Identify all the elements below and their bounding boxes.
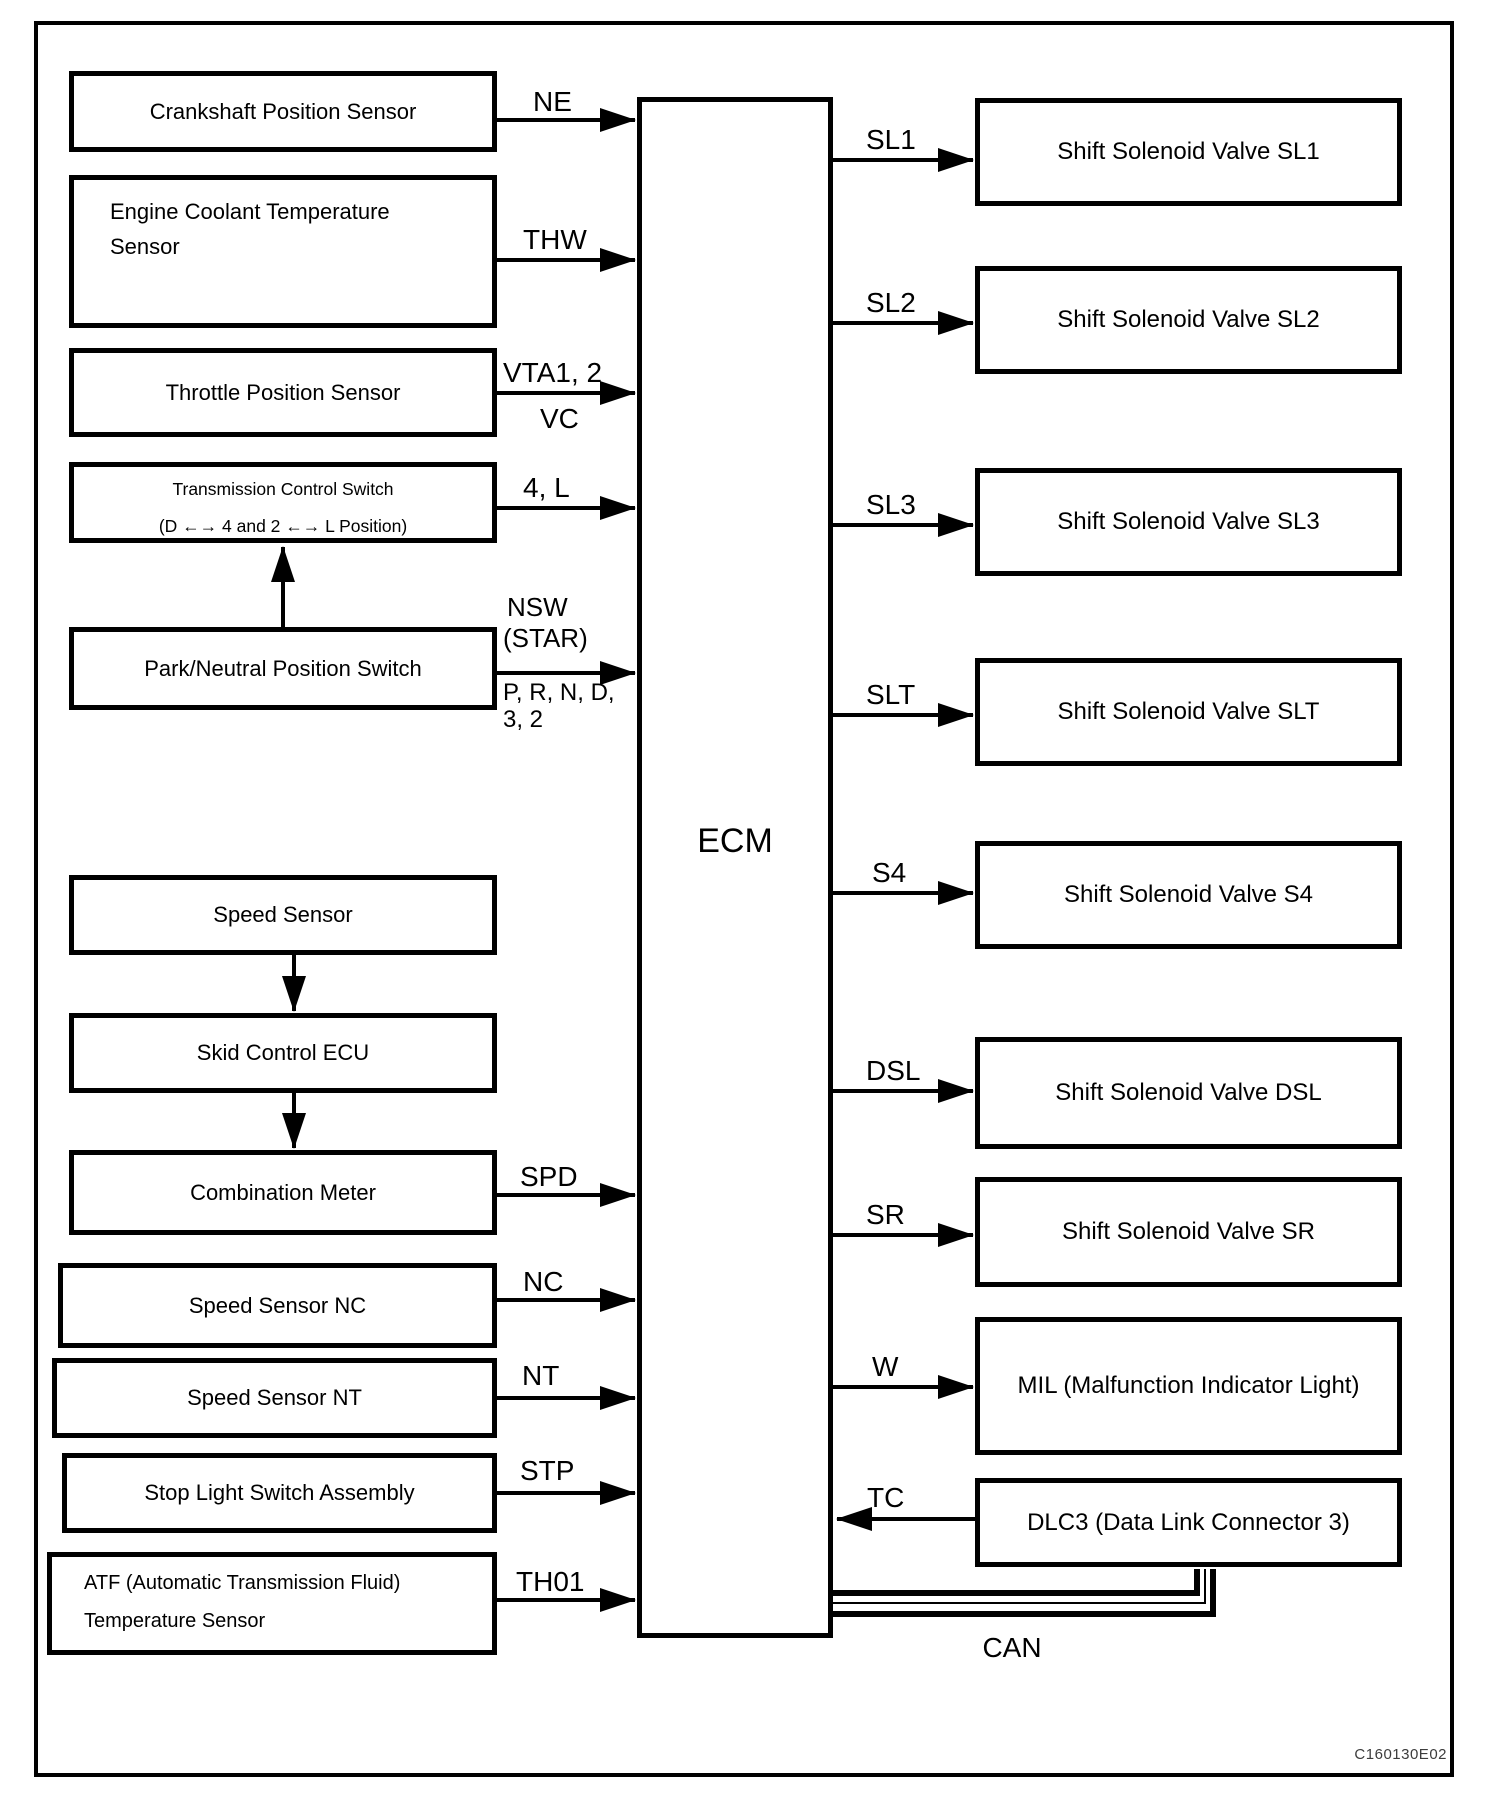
box-label: Speed Sensor NC [188,1292,367,1318]
box-shift-solenoid-valve-sr: Shift Solenoid Valve SR [975,1177,1402,1287]
signal-4l: 4, L [523,472,570,503]
box-label: Shift Solenoid Valve SLT [1057,698,1320,725]
signal-dsl: DSL [866,1055,921,1086]
box-speed-sensor-nc: Speed Sensor NC [58,1263,497,1348]
box-throttle-position-sensor: Throttle Position Sensor [69,348,497,437]
diagram-border [34,21,1454,1777]
box-skid-control-ecu: Skid Control ECU [69,1013,497,1093]
signal-32: 3, 2 [503,706,544,733]
signal-w: W [872,1351,899,1382]
signal-sl3: SL3 [866,489,916,520]
box-label: DLC3 (Data Link Connector 3) [1027,1508,1350,1536]
signal-nc: NC [523,1266,564,1297]
can-bus-label: CAN [982,1632,1042,1663]
signal-spd: SPD [520,1161,578,1192]
signal-sl1: SL1 [866,124,916,155]
box-label: Skid Control ECU [196,1040,370,1066]
box-park-neutral-position-switch: Park/Neutral Position Switch [69,627,497,710]
box-atf-temperature-sensor: ATF (Automatic Transmission Fluid) Tempe… [47,1552,497,1655]
box-label: Shift Solenoid Valve SL1 [1057,138,1320,165]
box-label-line2: (D ←→ 4 and 2 ←→ L Position) [158,515,408,536]
signal-nsw: NSW [507,592,568,622]
box-label: Shift Solenoid Valve SR [1061,1218,1316,1245]
signal-prnd: P, R, N, D, [503,679,615,706]
signal-th01: TH01 [516,1566,585,1597]
can-bus-line-outer-bottom [833,1569,1216,1617]
ecm-label: ECM [697,822,773,860]
box-shift-solenoid-valve-sl1: Shift Solenoid Valve SL1 [975,98,1402,206]
box-label: Shift Solenoid Valve SL2 [1057,306,1320,333]
can-bus-line-outer-top [833,1569,1200,1596]
box-transmission-control-switch: Transmission Control Switch (D ←→ 4 and … [69,462,497,543]
signal-vta: VTA1, 2 [503,357,603,388]
box-label: Speed Sensor NT [187,1385,362,1411]
box-combination-meter: Combination Meter [69,1150,497,1235]
box-shift-solenoid-valve-slt: Shift Solenoid Valve SLT [975,658,1402,766]
box-shift-solenoid-valve-sl2: Shift Solenoid Valve SL2 [975,266,1402,374]
box-label-line1: ATF (Automatic Transmission Fluid) [84,1572,401,1594]
box-label: Stop Light Switch Assembly [144,1480,415,1506]
signal-slt: SLT [866,679,916,710]
box-speed-sensor-nt: Speed Sensor NT [52,1358,497,1438]
box-label-line2: Sensor [110,234,180,260]
box-shift-solenoid-valve-dsl: Shift Solenoid Valve DSL [975,1037,1402,1149]
figure-code: C160130E02 [1354,1746,1447,1763]
signal-thw: THW [523,224,587,255]
box-speed-sensor: Speed Sensor [69,875,497,955]
box-label: Combination Meter [190,1179,376,1205]
signal-sr: SR [866,1199,905,1230]
box-dlc3-data-link-connector: DLC3 (Data Link Connector 3) [975,1478,1402,1567]
box-label: Shift Solenoid Valve DSL [1055,1079,1322,1106]
box-shift-solenoid-valve-sl3: Shift Solenoid Valve SL3 [975,468,1402,576]
signal-stp: STP [520,1455,575,1486]
signal-ne: NE [533,86,572,117]
box-crankshaft-position-sensor: Crankshaft Position Sensor [69,71,497,152]
signal-star: (STAR) [503,623,588,653]
box-label: Crankshaft Position Sensor [149,98,417,124]
box-label-line1: Transmission Control Switch [172,479,394,499]
signal-nt: NT [522,1360,560,1391]
box-label-line2: Temperature Sensor [84,1610,266,1632]
box-label-line1: Engine Coolant Temperature [110,199,390,224]
box-label: Speed Sensor [213,902,353,928]
signal-vc: VC [540,403,579,434]
signal-tc: TC [867,1482,905,1513]
box-engine-coolant-temperature-sensor: Engine Coolant Temperature Sensor [69,175,497,328]
box-shift-solenoid-valve-s4: Shift Solenoid Valve S4 [975,841,1402,949]
box-label: Shift Solenoid Valve SL3 [1057,508,1320,535]
can-bus-line-middle [833,1569,1206,1604]
signal-sl2: SL2 [866,287,916,318]
box-mil-malfunction-indicator-light: MIL (Malfunction Indicator Light) [975,1317,1402,1455]
box-label: MIL (Malfunction Indicator Light) [1017,1372,1360,1399]
box-label: Park/Neutral Position Switch [144,655,422,681]
box-stop-light-switch-assembly: Stop Light Switch Assembly [62,1453,497,1533]
ecm-box [637,97,833,1638]
box-label: Throttle Position Sensor [165,379,401,405]
box-label: Shift Solenoid Valve S4 [1063,881,1314,908]
signal-s4: S4 [872,857,907,888]
